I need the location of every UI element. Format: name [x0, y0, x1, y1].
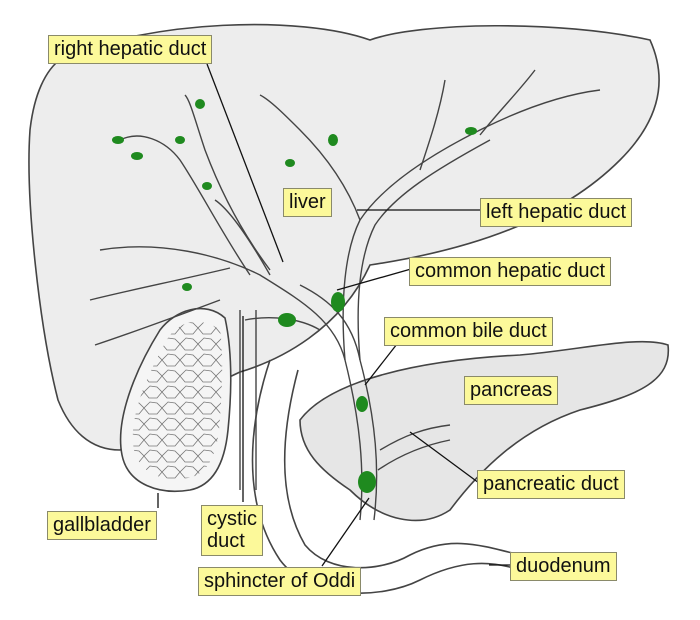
label-pancreatic-duct: pancreatic duct — [477, 470, 625, 499]
label-right-hepatic-duct: right hepatic duct — [48, 35, 213, 64]
duct-tree — [89, 69, 601, 521]
label-common-hepatic-duct: common hepatic duct — [409, 257, 612, 286]
label-duodenum: duodenum — [510, 552, 617, 581]
label-common-bile-duct: common bile duct — [384, 317, 553, 346]
pancreas-shape — [299, 340, 670, 522]
label-gallbladder: gallbladder — [47, 511, 157, 540]
label-liver: liver — [283, 188, 332, 217]
leader-lines — [157, 63, 510, 567]
label-pancreas: pancreas — [464, 376, 559, 405]
label-sphincter-of-oddi: sphincter of Oddi — [198, 567, 362, 596]
duct-nodes — [112, 99, 477, 493]
label-cystic-duct: cystic duct — [201, 505, 263, 556]
label-left-hepatic-duct: left hepatic duct — [480, 198, 633, 227]
